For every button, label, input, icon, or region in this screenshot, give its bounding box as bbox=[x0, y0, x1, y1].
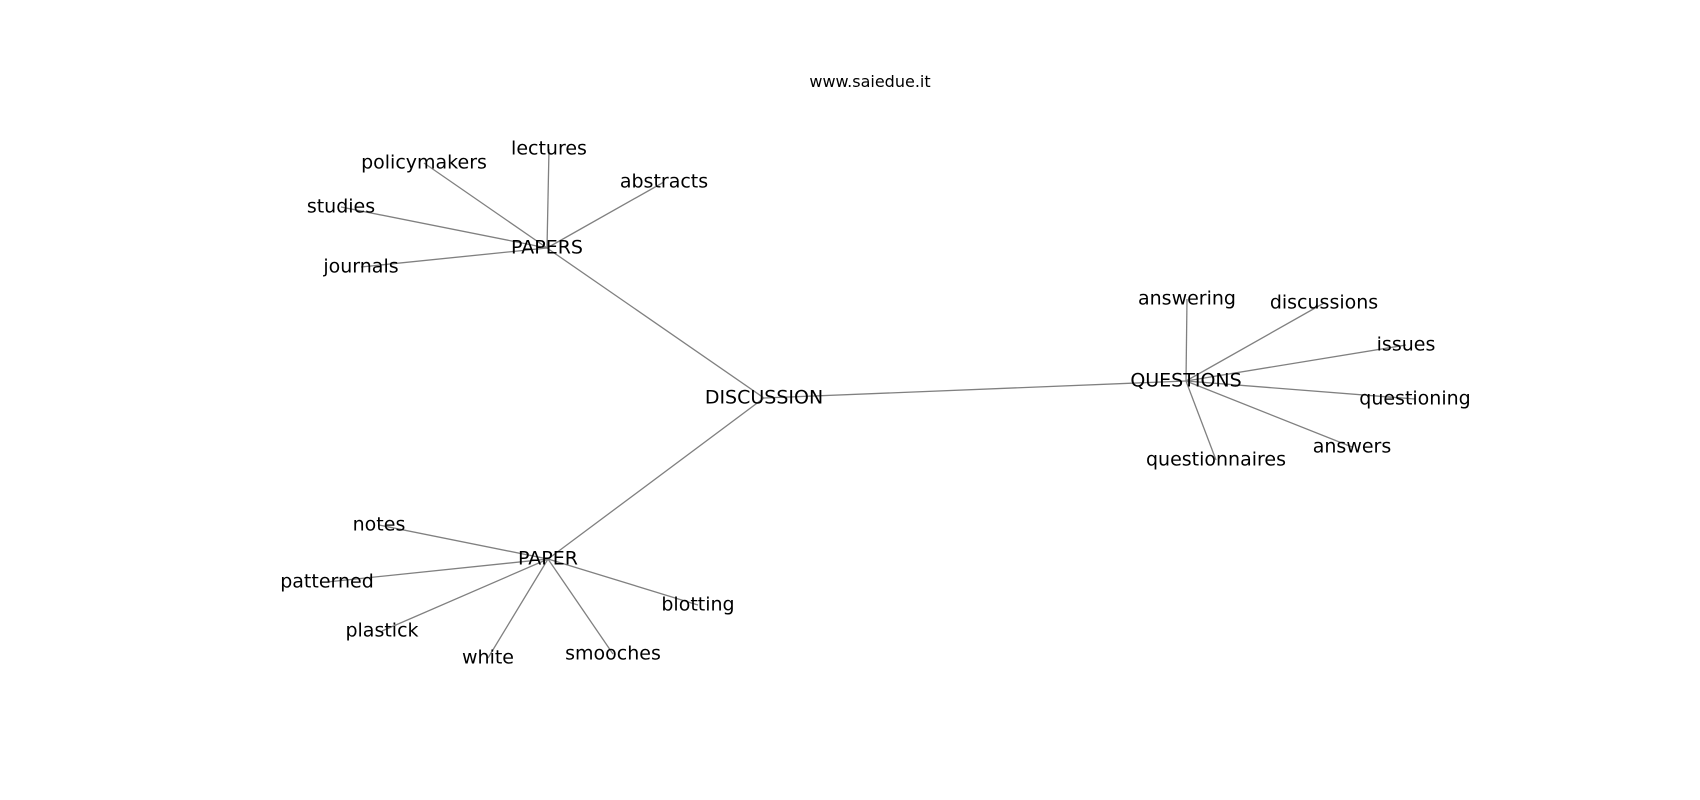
edge-paper-plastick bbox=[381, 558, 549, 632]
node-discussions: discussions bbox=[1270, 292, 1378, 314]
node-plastick: plastick bbox=[345, 620, 418, 642]
edge-questions-discussions bbox=[1185, 302, 1325, 382]
node-patterned: patterned bbox=[280, 571, 374, 593]
edge-discussion-questions bbox=[763, 380, 1187, 399]
edge-papers-journals bbox=[360, 247, 548, 268]
edge-questions-issues bbox=[1185, 344, 1407, 382]
node-issues: issues bbox=[1377, 334, 1436, 356]
node-questioning: questioning bbox=[1359, 388, 1470, 410]
edge-questions-questioning bbox=[1185, 380, 1416, 400]
edge-papers-studies bbox=[340, 206, 548, 249]
node-paper: PAPER bbox=[518, 548, 578, 570]
node-answers: answers bbox=[1313, 436, 1392, 458]
node-abstracts: abstracts bbox=[620, 171, 708, 193]
node-lectures: lectures bbox=[511, 138, 587, 160]
edge-paper-patterned bbox=[326, 558, 549, 583]
node-discussion: DISCUSSION bbox=[705, 387, 823, 409]
edge-papers-lectures bbox=[546, 148, 550, 249]
node-white: white bbox=[462, 647, 514, 669]
node-policymakers: policymakers bbox=[361, 152, 487, 174]
node-questions: QUESTIONS bbox=[1130, 370, 1241, 392]
edge-paper-white bbox=[487, 558, 549, 659]
edge-paper-blotting bbox=[547, 558, 699, 606]
edge-questions-answers bbox=[1185, 380, 1353, 448]
edge-paper-notes bbox=[378, 524, 549, 560]
node-papers: PAPERS bbox=[511, 237, 583, 259]
node-answering: answering bbox=[1138, 288, 1236, 310]
node-questionnaires: questionnaires bbox=[1146, 449, 1286, 471]
edge-discussion-paper bbox=[547, 397, 765, 560]
edge-discussion-papers bbox=[546, 247, 765, 399]
node-blotting: blotting bbox=[661, 594, 734, 616]
node-studies: studies bbox=[307, 196, 375, 218]
node-layer: DISCUSSION PAPERS policymakers lectures abst… bbox=[280, 138, 1471, 669]
edge-questions-answering bbox=[1185, 298, 1188, 382]
edge-questions-questionnaires bbox=[1185, 380, 1217, 461]
node-smooches: smooches bbox=[565, 643, 661, 665]
edge-papers-abstracts bbox=[546, 181, 665, 249]
node-journals: journals bbox=[322, 256, 398, 278]
edge-paper-smooches bbox=[547, 558, 614, 655]
node-notes: notes bbox=[353, 514, 406, 536]
edge-layer bbox=[326, 148, 1416, 659]
edge-papers-policymakers bbox=[423, 162, 548, 249]
site-url-label: www.saiedue.it bbox=[809, 72, 930, 91]
